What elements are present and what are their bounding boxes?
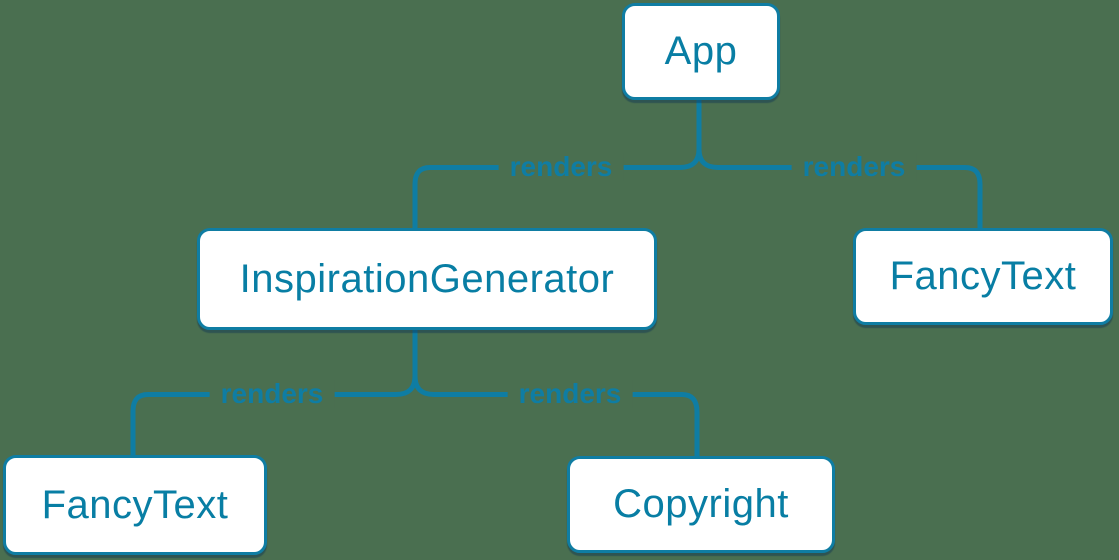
node-app-label: App: [664, 29, 738, 73]
edge-label-renders-inspirationgenerator-copyright: renders: [507, 380, 633, 408]
node-app: App: [622, 3, 780, 100]
node-fancytext-top-label: FancyText: [889, 254, 1077, 298]
edge-label-renders-inspirationgenerator-fancytext: renders: [209, 380, 335, 408]
node-fancytext-bottom-label: FancyText: [41, 482, 229, 527]
node-copyright: Copyright: [567, 456, 835, 553]
node-fancytext-top: FancyText: [853, 228, 1113, 325]
edge-label-renders-app-inspirationgenerator: renders: [498, 153, 624, 181]
edge-label-renders-app-fancytext: renders: [791, 153, 917, 181]
node-inspirationgenerator-label: InspirationGenerator: [239, 256, 615, 301]
node-fancytext-bottom: FancyText: [3, 455, 267, 555]
node-copyright-label: Copyright: [613, 482, 789, 526]
node-inspirationgenerator: InspirationGenerator: [197, 228, 657, 330]
